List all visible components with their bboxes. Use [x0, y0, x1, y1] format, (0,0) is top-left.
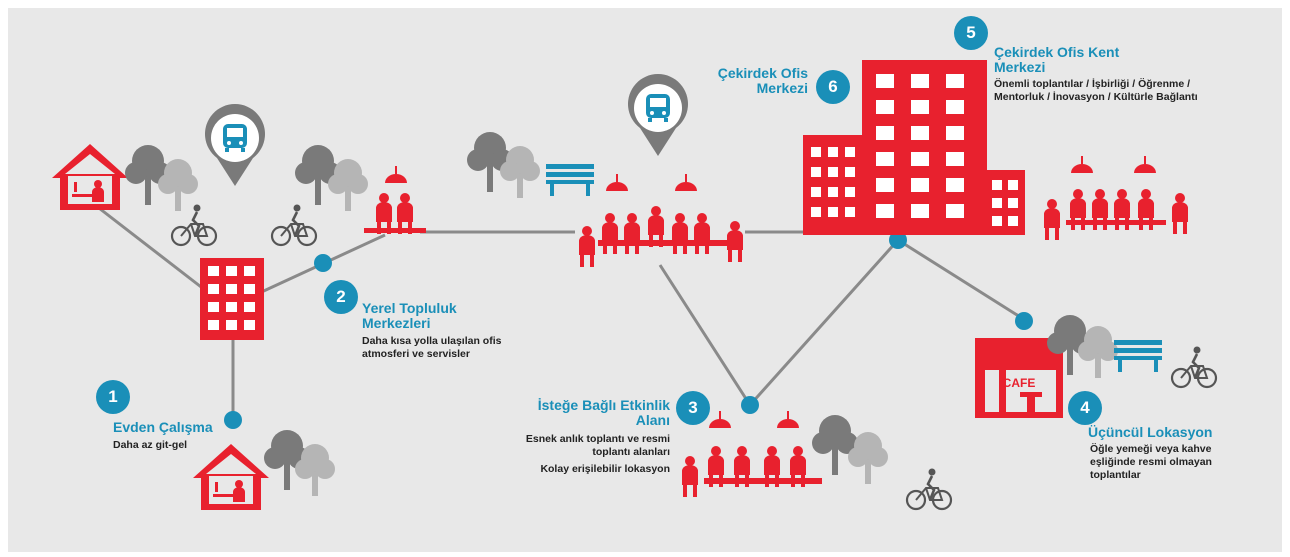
bus-stop-pin-icon	[628, 74, 688, 156]
window	[911, 204, 929, 218]
window	[876, 178, 894, 192]
window	[811, 147, 821, 157]
bicycle-icon	[270, 203, 318, 247]
bench-icon	[546, 164, 594, 196]
connection-dots	[224, 231, 1033, 429]
window	[811, 167, 821, 177]
lamp-icon	[708, 410, 732, 429]
window	[946, 74, 964, 88]
house-icon	[52, 144, 128, 210]
people-at-table-icon	[579, 206, 743, 267]
window	[876, 152, 894, 166]
people-at-table-icon	[1044, 189, 1188, 240]
window	[811, 187, 821, 197]
window	[845, 167, 855, 177]
location-5-description: Önemli toplantılar / İşbirliği / Öğrenme…	[994, 78, 1198, 103]
window	[876, 100, 894, 114]
window	[911, 178, 929, 192]
window	[992, 216, 1002, 226]
window	[911, 126, 929, 140]
lamp-icon	[384, 165, 408, 184]
window	[845, 187, 855, 197]
window	[992, 180, 1002, 190]
window	[1008, 198, 1018, 208]
window	[845, 207, 855, 217]
window	[1008, 216, 1018, 226]
cafe-icon	[975, 338, 1063, 418]
window	[946, 152, 964, 166]
window	[828, 147, 838, 157]
location-1-badge: 1	[96, 380, 130, 414]
lamp-icon	[1070, 155, 1094, 174]
lamp-icon	[1133, 155, 1157, 174]
window	[828, 207, 838, 217]
window	[992, 198, 1002, 208]
people-at-table-icon	[364, 193, 426, 234]
location-3-description-2: Kolay erişilebilir lokasyon	[540, 463, 670, 475]
window	[876, 74, 894, 88]
cafe-sign-text: CAFE	[1003, 376, 1036, 390]
bench-icon	[1114, 340, 1162, 372]
bicycle-icon	[905, 467, 953, 511]
location-6-badge: 6	[816, 70, 850, 104]
location-2-badge: 2	[324, 280, 358, 314]
location-4-title: Üçüncül Lokasyon	[1088, 424, 1213, 440]
window	[946, 204, 964, 218]
window	[946, 178, 964, 192]
location-5-badge: 5	[954, 16, 988, 50]
window	[946, 100, 964, 114]
location-1-title: Evden Çalışma	[113, 419, 213, 435]
lamp-icon	[674, 173, 698, 192]
window	[845, 147, 855, 157]
window	[828, 187, 838, 197]
location-4-badge: 4	[1068, 391, 1102, 425]
building-windows	[811, 74, 1018, 226]
window	[911, 152, 929, 166]
window	[946, 126, 964, 140]
location-1-description: Daha az git-gel	[113, 439, 188, 451]
people-at-table-icon	[682, 446, 822, 497]
tree-icon	[812, 415, 858, 475]
window	[876, 204, 894, 218]
lamp-icon	[605, 173, 629, 192]
bicycle-icon	[1170, 345, 1218, 389]
window	[1008, 180, 1018, 190]
window	[811, 207, 821, 217]
window	[876, 126, 894, 140]
building-icon	[200, 258, 264, 340]
bus-stop-pin-icon	[205, 104, 265, 186]
location-3-badge: 3	[676, 391, 710, 425]
lamp-icon	[776, 410, 800, 429]
window	[911, 74, 929, 88]
window	[828, 167, 838, 177]
window	[911, 100, 929, 114]
house-icon	[193, 444, 269, 510]
